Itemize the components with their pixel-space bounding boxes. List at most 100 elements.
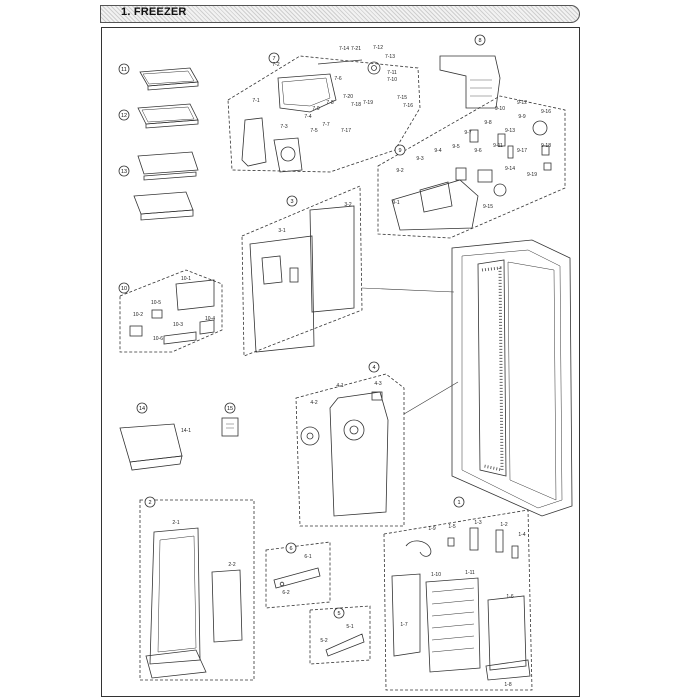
section-header-bar: [100, 5, 580, 23]
part-label-9-9: 9-9: [518, 114, 525, 120]
section-title: 1. FREEZER: [121, 6, 187, 18]
part-label-9-13: 9-13: [505, 128, 515, 134]
part-label-7-18: 7-18: [351, 102, 361, 108]
part-label-7-3: 7-3: [280, 124, 287, 130]
ice-maker-assembly: [241, 59, 381, 173]
group-7-box: [227, 55, 421, 173]
part-label-9-19: 9-19: [527, 172, 537, 178]
part-15: [221, 417, 239, 437]
part-label-9-4: 9-4: [434, 148, 441, 154]
part-label-7-6: 7-6: [334, 76, 341, 82]
part-label-9-7: 9-7: [464, 130, 471, 136]
part-label-9-10: 9-10: [495, 106, 505, 112]
part-label-1-2: 1-2: [500, 522, 507, 528]
part-label-9-14: 9-14: [505, 166, 515, 172]
part-label-7-21: 7-21: [351, 46, 361, 52]
part-label-7-4: 7-4: [304, 114, 311, 120]
rear-panel-2: [145, 527, 243, 679]
part-label-5-1: 5-1: [346, 624, 353, 630]
part-label-7-11: 7-11: [387, 70, 397, 76]
part-label-9-8: 9-8: [484, 120, 491, 126]
part-label-7-9: 7-9: [312, 106, 319, 112]
fan-assembly: [300, 391, 389, 517]
part-label-7-13: 7-13: [385, 54, 395, 60]
part-label-7-19: 7-19: [363, 100, 373, 106]
part-label-1-4: 1-4: [518, 532, 525, 538]
part-label-4-2: 4-2: [310, 400, 317, 406]
part-5: [325, 633, 365, 657]
part-label-7-10: 7-10: [387, 77, 397, 83]
part-6: [273, 567, 321, 589]
tray-assembly-10: [129, 279, 215, 345]
part-label-5-2: 5-2: [320, 638, 327, 644]
group-2-box: [139, 499, 255, 681]
part-label-1-8: 1-8: [504, 682, 511, 688]
callout-3: 3: [290, 199, 293, 205]
callout-4: 4: [372, 365, 375, 371]
part-label-3-1: 3-1: [278, 228, 285, 234]
bracket-8: [439, 55, 501, 109]
part-label-1-10: 1-10: [431, 572, 441, 578]
part-label-9-1: 9-1: [392, 200, 399, 206]
callout-6: 6: [289, 546, 292, 552]
part-label-9-15: 9-15: [483, 204, 493, 210]
part-label-4-1: 4-1: [336, 383, 343, 389]
part-label-2-2: 2-2: [228, 562, 235, 568]
part-label-9-2: 9-2: [396, 168, 403, 174]
part-label-10-6: 10-6: [153, 336, 163, 342]
group-4-box: [295, 373, 405, 527]
callout-13: 13: [121, 169, 127, 175]
group-10-box: [119, 269, 223, 353]
callout-2: 2: [148, 500, 151, 506]
callout-1: 1: [457, 500, 460, 506]
part-label-9-18: 9-18: [541, 143, 551, 149]
part-label-10-1: 10-1: [181, 276, 191, 282]
part-label-10-3: 10-3: [173, 322, 183, 328]
part-label-7-20: 7-20: [343, 94, 353, 100]
part-label-7-15: 7-15: [397, 95, 407, 101]
part-label-1-5: 1-5: [448, 524, 455, 530]
group-3-box: [241, 185, 363, 357]
part-label-7-7: 7-7: [322, 122, 329, 128]
callout-9: 9: [398, 148, 401, 154]
part-label-10-2: 10-2: [133, 312, 143, 318]
part-label-14-1: 14-1: [181, 428, 191, 434]
group-9-box: [377, 95, 566, 239]
callout-8: 8: [478, 38, 481, 44]
part-label-7-17: 7-17: [341, 128, 351, 134]
part-label-9-5: 9-5: [452, 144, 459, 150]
part-label-1-3: 1-3: [474, 520, 481, 526]
part-label-6-1: 6-1: [304, 554, 311, 560]
part-label-9-11: 9-11: [493, 143, 503, 149]
part-label-9-6: 9-6: [474, 148, 481, 154]
callout-11: 11: [121, 67, 127, 73]
part-label-7-14: 7-14: [339, 46, 349, 52]
callout-12: 12: [121, 113, 127, 119]
callout-5: 5: [337, 611, 340, 617]
part-label-7-16: 7-16: [403, 103, 413, 109]
group-6-box: [265, 541, 331, 609]
evaporator-cover: [249, 205, 355, 353]
diagram-frame: [101, 27, 580, 697]
part-label-9-3: 9-3: [416, 156, 423, 162]
group-5-box: [309, 605, 371, 665]
freezer-cabinet: [451, 239, 573, 517]
part-label-10-4: 10-4: [205, 316, 215, 322]
shelf-12: [137, 103, 199, 129]
part-label-1-9: 1-9: [428, 526, 435, 532]
shelf-11: [139, 67, 199, 91]
group-1-box: [383, 509, 533, 691]
part-label-9-17: 9-17: [517, 148, 527, 154]
part-label-1-7: 1-7: [400, 622, 407, 628]
part-label-9-12: 9-12: [517, 100, 527, 106]
shelf-13: [133, 151, 199, 221]
part-label-7-8: 7-8: [326, 100, 333, 106]
part-label-3-2: 3-2: [344, 202, 351, 208]
part-label-7-5: 7-5: [310, 128, 317, 134]
part-label-9-16: 9-16: [541, 109, 551, 115]
part-label-7-2: 7-2: [272, 62, 279, 68]
part-label-4-3: 4-3: [374, 381, 381, 387]
drawer-pan-14: [119, 423, 183, 471]
